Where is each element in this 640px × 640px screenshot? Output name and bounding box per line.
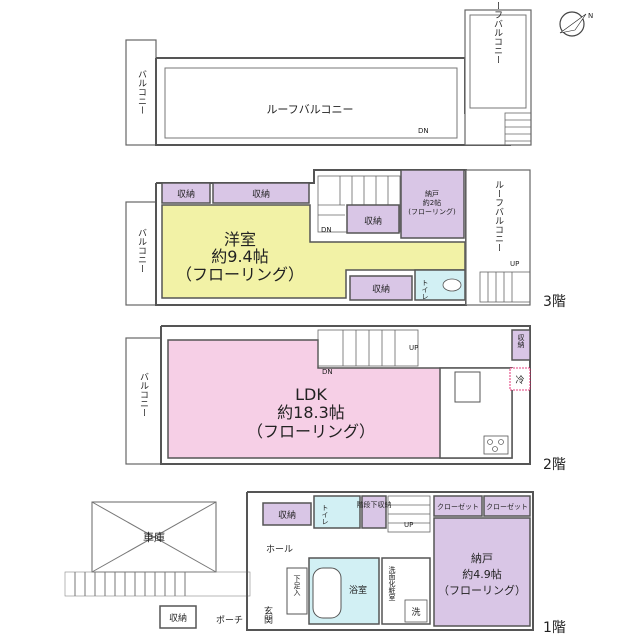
f3-western-room-size: 約9.4帖 <box>211 247 268 266</box>
f3-roof-balcony <box>465 169 531 306</box>
f1-shoe-box <box>286 567 308 615</box>
toilet-icon <box>442 278 462 292</box>
f3-closet-a <box>161 182 211 204</box>
f1-outline <box>246 491 534 631</box>
f3-closet-c-label: 収納 <box>364 215 382 227</box>
f3-closet-d <box>349 275 413 301</box>
second-floor: バルコニー LDK 約18.3帖 （フローリング） DN UP 収納 冷 2階 <box>125 325 566 473</box>
f1-washroom-label: 洗面化粧室 <box>388 565 396 601</box>
roof-dn-label: DN <box>418 127 429 135</box>
f1-wardrobe-1-label: クローゼット <box>437 502 479 511</box>
f1-up-label: UP <box>404 521 413 529</box>
f3-western-room-floor: （フローリング） <box>176 265 304 284</box>
f3-storage-name: 納戸 <box>425 189 439 198</box>
f1-wash-label: 洗 <box>411 606 420 618</box>
f1-garage-label: 車庫 <box>143 530 165 544</box>
f2-ldk-floor: （フローリング） <box>247 422 375 441</box>
f1-storage-name: 納戸 <box>471 552 493 565</box>
f3-outer-stairs <box>479 271 531 303</box>
f3-up-label: UP <box>510 260 519 268</box>
f3-closet-d-label: 収納 <box>372 283 390 295</box>
f2-dn-label: DN <box>322 368 333 376</box>
f2-fridge <box>509 367 531 391</box>
f1-storage-size: 約4.9帖 <box>462 567 502 581</box>
f1-hall-label: ホール <box>266 544 293 555</box>
f2-fridge-label: 冷 <box>515 374 524 386</box>
f3-western-room-name: 洋室 <box>224 230 256 249</box>
compass-icon: N <box>559 11 593 37</box>
f1-storage-floor: （フローリング） <box>438 583 526 597</box>
f1-shoe-box-label: 下足入 <box>293 575 301 596</box>
f1-stairs <box>387 495 431 533</box>
roof-floor: バルコニー ルーフバルコニー ルーフバルコニー DN <box>125 0 532 146</box>
f1-paving <box>64 571 251 597</box>
roof-stairs <box>504 112 532 146</box>
f3-closet-b-label: 収納 <box>252 188 270 200</box>
f1-wardrobe-2 <box>483 495 531 517</box>
f1-bath-label: 浴室 <box>349 584 367 596</box>
f2-balcony-label: バルコニー <box>138 372 149 417</box>
f1-closet <box>262 502 312 526</box>
f3-storage-size: 約2帖 <box>423 198 441 207</box>
washer-icon <box>404 599 428 623</box>
f2-outline <box>160 325 531 465</box>
roof-right-balcony <box>464 9 532 146</box>
f1-wardrobe-2-label: クローゼット <box>486 502 528 511</box>
f2-level-label: 2階 <box>543 457 566 473</box>
f2-up-label: UP <box>409 344 418 352</box>
f3-closet-a-label: 収納 <box>177 188 195 200</box>
f3-balcony-label: バルコニー <box>136 228 147 273</box>
roof-balcony-main-label: ルーフバルコニー <box>266 103 353 116</box>
f3-closet-c <box>346 204 400 234</box>
f1-outer-closet-label: 収納 <box>169 612 187 624</box>
roof-left-balcony-label: バルコニー <box>136 69 147 114</box>
f1-washroom <box>381 557 431 625</box>
f3-toilet-label: トイレ <box>421 279 429 300</box>
third-floor: バルコニー 収納 収納 洋室 約9.4帖 （フローリング） DN 収納 納戸 約… <box>125 169 566 310</box>
f1-toilet <box>313 495 361 529</box>
f2-ldk-name: LDK <box>295 385 327 404</box>
f1-closet-label: 収納 <box>278 509 296 521</box>
f3-roof-balcony-label: ルーフバルコニー <box>493 180 504 252</box>
f1-storage <box>433 517 531 627</box>
f2-closet <box>511 329 531 361</box>
f1-entrance-label: 玄関 <box>262 605 273 625</box>
f2-stairs <box>317 329 419 367</box>
f1-toilet-label: トイレ <box>321 504 329 525</box>
stove-icon <box>483 435 509 455</box>
f1-under-stair <box>361 495 387 529</box>
roof-right-balcony-label: ルーフバルコニー <box>492 0 503 64</box>
f3-closet-b <box>212 182 310 204</box>
f3-storage-floor: (フローリング) <box>408 207 456 216</box>
bathtub-icon <box>312 567 342 619</box>
roof-left-balcony <box>125 39 157 146</box>
f3-level-label: 3階 <box>543 294 566 310</box>
f3-balcony <box>125 201 157 306</box>
f3-dn-label: DN <box>321 226 332 234</box>
f2-closet-label: 収納 <box>517 334 525 349</box>
f1-wardrobe-1 <box>433 495 483 517</box>
f3-storage <box>400 169 465 239</box>
f1-under-stair-label: 階段下収納 <box>357 500 392 509</box>
f1-outer-closet <box>159 605 197 629</box>
f2-balcony <box>125 337 162 465</box>
first-floor: 車庫 収納 収納 トイレ 階段下収納 <box>64 491 566 636</box>
f2-ldk-size: 約18.3帖 <box>277 403 345 422</box>
compass-north-label: N <box>588 12 593 20</box>
sink-icon <box>454 371 481 403</box>
f1-level-label: 1階 <box>543 620 566 636</box>
f1-porch-label: ポーチ <box>216 615 243 626</box>
